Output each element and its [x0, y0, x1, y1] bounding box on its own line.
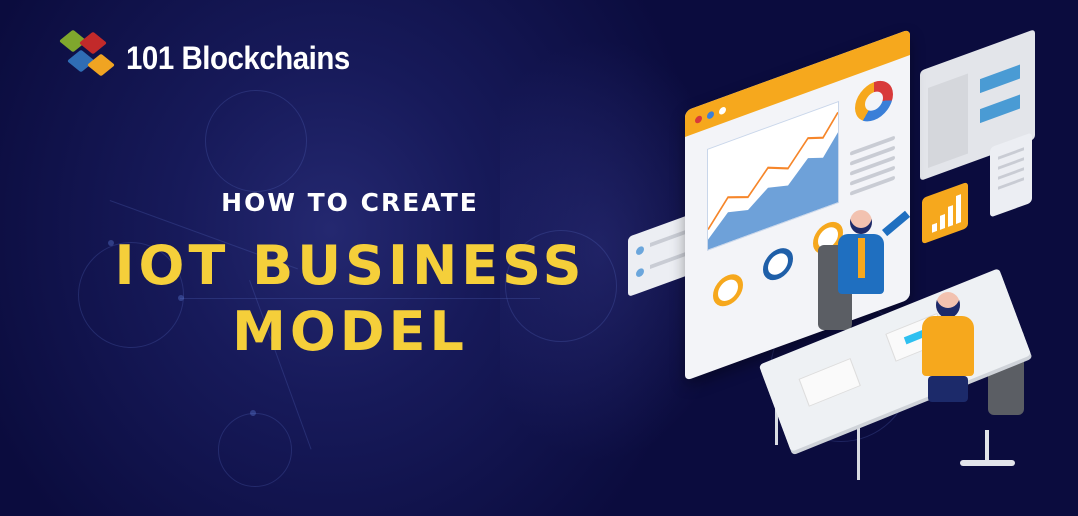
network-node: [108, 240, 114, 246]
headline-title-line1: IOT BUSINESS: [114, 234, 586, 297]
gear-icon: [505, 230, 617, 342]
network-line: [180, 298, 540, 299]
line-chart-icon: [707, 100, 839, 251]
headline-subtitle: HOW TO CREATE: [221, 188, 479, 217]
network-circle: [205, 90, 307, 192]
gauge-ring-blue: [763, 243, 793, 285]
chair-base: [985, 430, 989, 460]
dashboard-panel: [685, 29, 910, 381]
businessman-presenting: [832, 210, 911, 310]
donut-chart-icon: [855, 75, 893, 128]
business-illustration: [600, 29, 1078, 510]
paper-document: [798, 357, 861, 407]
network-node: [178, 295, 184, 301]
brand-name: 101 Blockchains: [126, 39, 350, 76]
network-node: [250, 410, 256, 416]
wifi-brain-icon: [78, 242, 184, 348]
headline: HOW TO CREATE IOT BUSINESS MODEL: [100, 188, 600, 365]
chair-base: [960, 460, 1015, 466]
document-icon: [990, 132, 1032, 218]
robot-arm-icon: [218, 413, 292, 487]
stacked-cubes-logo-icon: [58, 29, 116, 86]
brand-logo: 101 Blockchains: [58, 29, 369, 86]
bar-chart-icon: [922, 181, 968, 245]
businessman-sitting: [918, 292, 978, 402]
headline-title-line2: MODEL: [232, 300, 468, 363]
gauge-ring-orange: [713, 269, 743, 311]
desk-leg: [857, 400, 860, 480]
